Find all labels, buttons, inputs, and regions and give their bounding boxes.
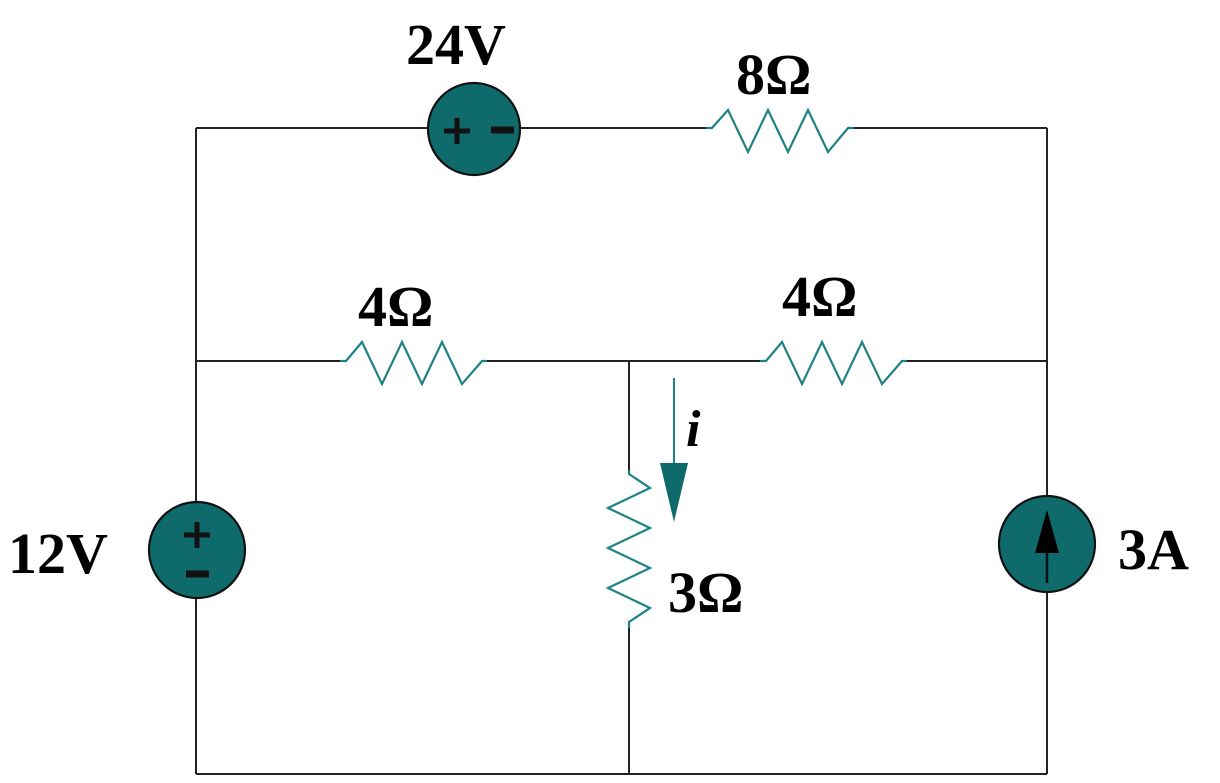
resistor-4-ohm-left: 4Ω xyxy=(340,274,487,387)
voltage-source-24v: 24V xyxy=(406,12,522,177)
voltage-source-24v-label: 24V xyxy=(406,12,506,77)
voltage-source-24v-body xyxy=(426,81,522,177)
current-arrow-head-icon xyxy=(660,463,688,522)
resistor-8-ohm: 8Ω xyxy=(706,42,854,155)
resistor-8-ohm-label: 8Ω xyxy=(736,42,811,107)
voltage-source-12v-label: 12V xyxy=(8,521,108,586)
voltage-source-12v-body xyxy=(147,500,247,600)
resistor-4-ohm-left-label: 4Ω xyxy=(358,274,433,339)
resistor-8-ohm-zigzag xyxy=(706,107,854,155)
resistor-3-ohm: 3Ω xyxy=(605,470,743,628)
up-arrow-icon xyxy=(1035,510,1059,553)
resistor-3-ohm-label: 3Ω xyxy=(668,560,743,625)
resistor-3-ohm-zigzag xyxy=(605,470,653,628)
resistor-4-ohm-right-label: 4Ω xyxy=(782,264,857,329)
current-source-3a: 3A xyxy=(997,494,1189,594)
resistor-4-ohm-right-zigzag xyxy=(760,339,907,387)
current-source-3a-label: 3A xyxy=(1118,517,1189,582)
resistor-4-ohm-left-zigzag xyxy=(340,339,487,387)
resistor-4-ohm-right: 4Ω xyxy=(760,264,907,387)
current-i-label: i xyxy=(686,401,701,458)
voltage-source-12v: 12V xyxy=(8,500,247,600)
current-i-indicator: i xyxy=(660,378,701,522)
wires xyxy=(195,127,1048,775)
